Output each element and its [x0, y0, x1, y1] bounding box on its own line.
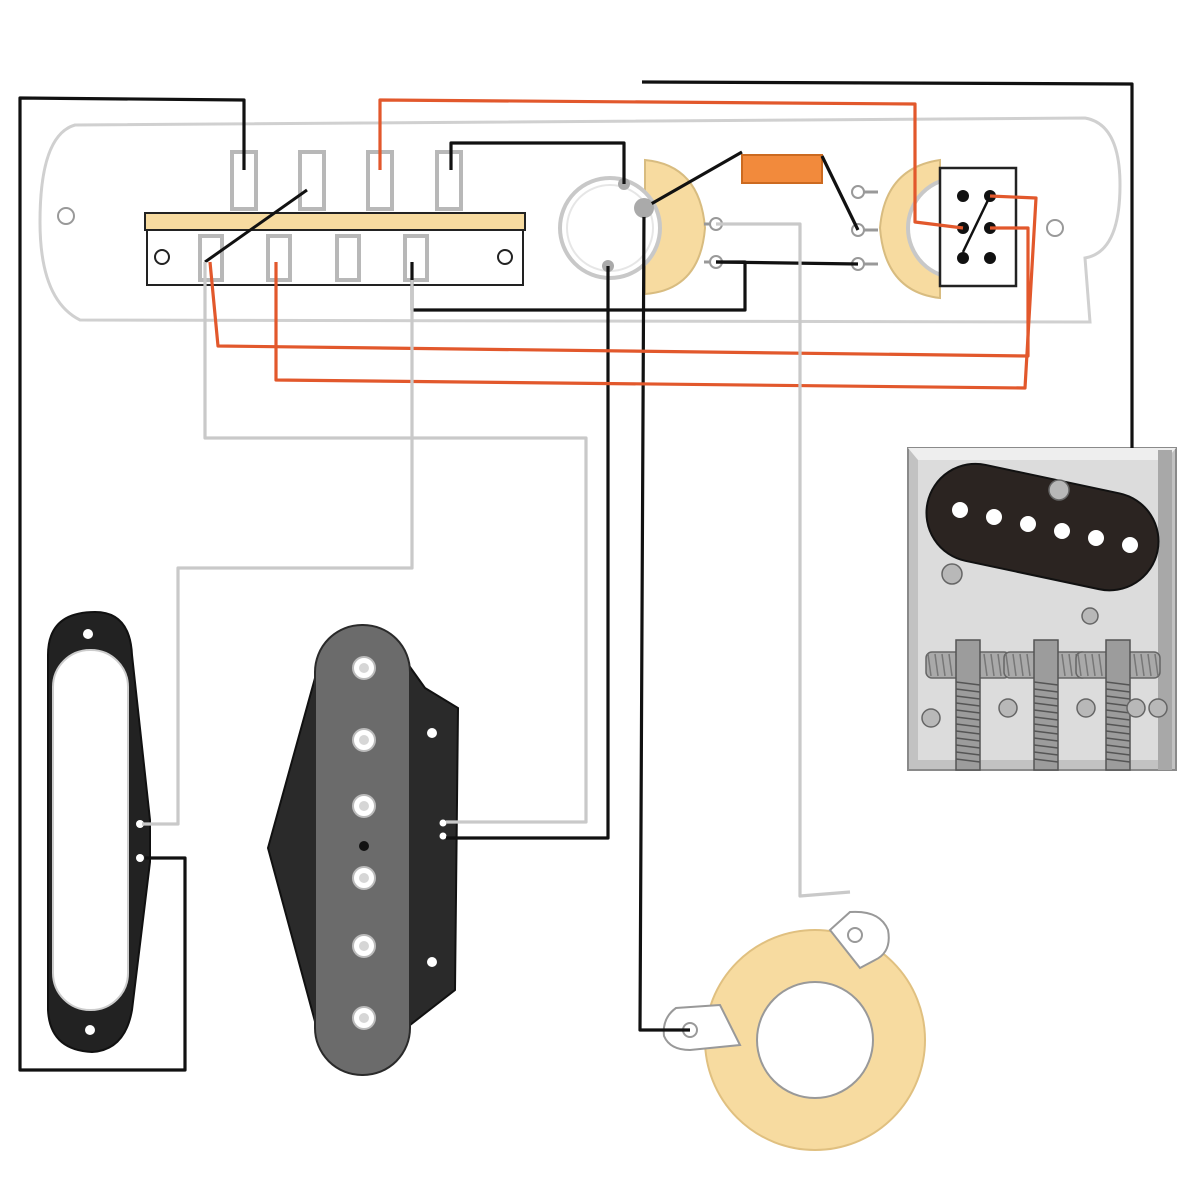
bridge-pickup-screw-top — [427, 728, 437, 738]
volume-pot-body — [558, 176, 662, 280]
switch-lug-bottom-2 — [266, 234, 292, 282]
bridge-saddles — [925, 639, 1168, 771]
wire-hot-switch-to-dpdt — [378, 98, 964, 230]
bridge-plate-screw-2 — [941, 563, 963, 585]
switch-lug-top-2 — [298, 150, 326, 211]
neck-pickup-lug-2 — [136, 854, 144, 862]
neck-pickup-screw-bottom — [85, 1025, 95, 1035]
bridge-pickup-poles — [352, 656, 376, 1030]
bridge-plate-screw-5 — [1126, 698, 1146, 718]
switch-mount-hole-right — [497, 249, 513, 265]
wire-signal-bridge-pickup — [203, 262, 588, 824]
signal-wires — [142, 222, 851, 898]
switch-jumper-wire — [204, 188, 308, 264]
wire-ground-switch-to-volume — [449, 141, 626, 184]
hot-wires — [208, 98, 1038, 390]
neck-pickup-lug-1 — [136, 820, 144, 828]
dpdt-lug-5 — [957, 252, 969, 264]
bridge-plate-pickup-poles — [952, 502, 1138, 553]
switch-lug-top-3 — [366, 150, 394, 211]
wire-signal-output-jack — [716, 222, 851, 898]
switch-lug-top-4 — [435, 150, 463, 211]
bridge-pickup-screw-bottom — [427, 957, 437, 967]
bridge-pickup-pole-center-1 — [359, 663, 369, 673]
bridge-plate-side — [1158, 450, 1172, 770]
neck-pickup — [47, 610, 151, 1054]
bridge-pickup-lug-2 — [439, 832, 447, 840]
bridge-plate — [907, 447, 1177, 771]
bridge-pickup-pole-center-3 — [359, 801, 369, 811]
bridge-plate-screw-3 — [1081, 607, 1099, 625]
selector-switch — [144, 150, 526, 286]
output-jack — [662, 910, 926, 1151]
wire-signal-neck-pickup — [142, 280, 414, 826]
bridge-plate-pole-6 — [1122, 537, 1138, 553]
dpdt-lug-1 — [957, 190, 969, 202]
bridge-saddle-3 — [1075, 639, 1168, 771]
wire-ground-bridge-plate — [641, 80, 1134, 448]
bridge-pickup — [266, 624, 460, 1076]
bridge-plate-pole-1 — [952, 502, 968, 518]
bridge-pickup-pole-center-4 — [359, 873, 369, 883]
bridge-pickup-lug-1 — [439, 819, 447, 827]
switch-lug-bottom-4 — [403, 234, 429, 282]
bridge-pickup-center-dot — [359, 841, 369, 851]
bridge-plate-pole-4 — [1054, 523, 1070, 539]
output-jack-sleeve-lug — [662, 1003, 742, 1052]
bridge-pickup-pole-center-5 — [359, 941, 369, 951]
bridge-plate-pickup — [925, 462, 1160, 592]
bridge-pickup-pole-center-6 — [359, 1013, 369, 1023]
bridge-plate-pole-3 — [1020, 516, 1036, 532]
wire-ground-bridge-pickup — [446, 266, 610, 840]
wire-volume-to-capacitor — [643, 150, 743, 210]
tone-capacitor — [741, 154, 823, 184]
bridge-plate-screw-4 — [921, 708, 941, 728]
bridge-plate-pole-2 — [986, 509, 1002, 525]
plate-screw-left — [57, 207, 75, 225]
tone-pot-lug-1 — [851, 185, 865, 199]
bridge-saddle-2 — [1003, 639, 1096, 771]
switch-bar — [144, 212, 526, 231]
dpdt-jumper — [961, 195, 992, 253]
neck-pickup-screw-top — [83, 629, 93, 639]
wire-ground-neck-pickup — [18, 96, 246, 1072]
switch-lug-bottom-3 — [335, 234, 361, 282]
wire-ground-volume-to-tone — [715, 260, 859, 266]
volume-pot-tab — [644, 158, 707, 296]
bridge-plate-pole-5 — [1088, 530, 1104, 546]
wire-ground-output-jack — [638, 209, 690, 1032]
neck-pickup-cover — [52, 649, 129, 1011]
wire-capacitor-to-tone — [820, 155, 860, 231]
volume-pot — [558, 158, 723, 296]
wire-hot-switch-bottom-2 — [274, 194, 1038, 390]
dpdt-lug-6 — [984, 252, 996, 264]
plate-screw-right — [1046, 219, 1064, 237]
bridge-plate-screw-1 — [1048, 479, 1070, 501]
switch-mount-hole-left — [154, 249, 170, 265]
output-jack-hole — [756, 981, 874, 1099]
bridge-pickup-pole-center-2 — [359, 735, 369, 745]
